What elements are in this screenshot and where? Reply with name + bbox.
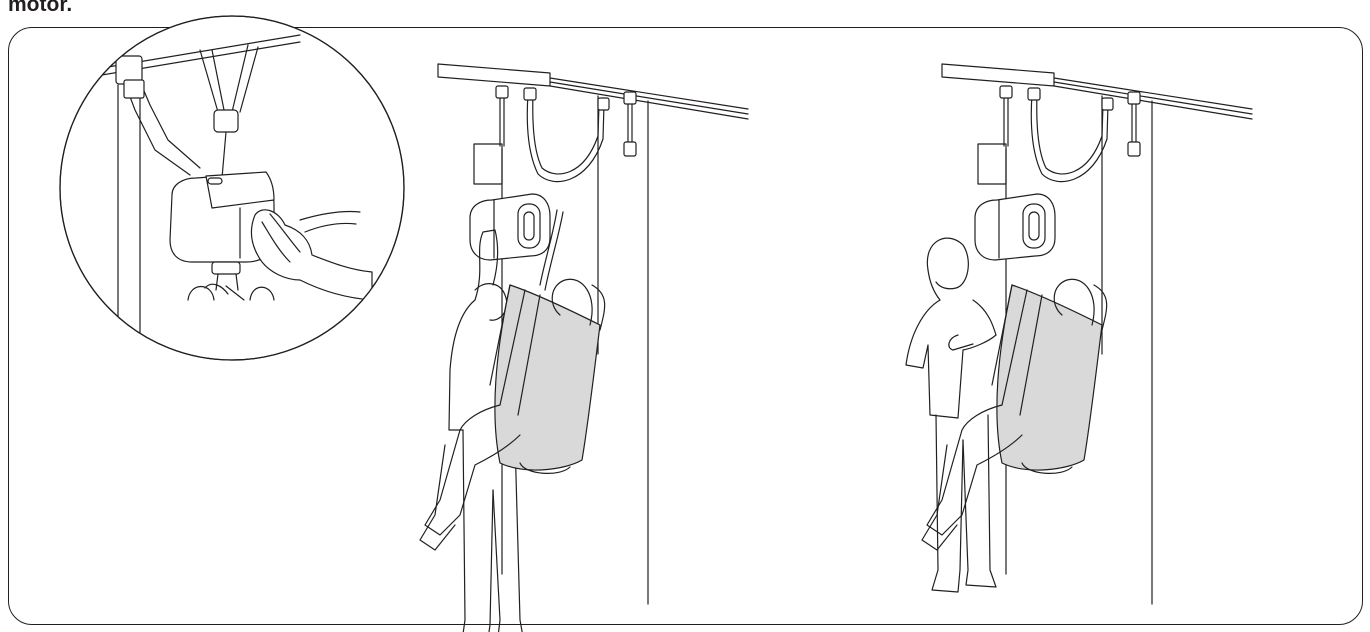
scene-patient-lifted bbox=[906, 64, 1252, 604]
detail-closeup bbox=[60, 16, 404, 360]
scene-lift-motor bbox=[420, 64, 748, 632]
